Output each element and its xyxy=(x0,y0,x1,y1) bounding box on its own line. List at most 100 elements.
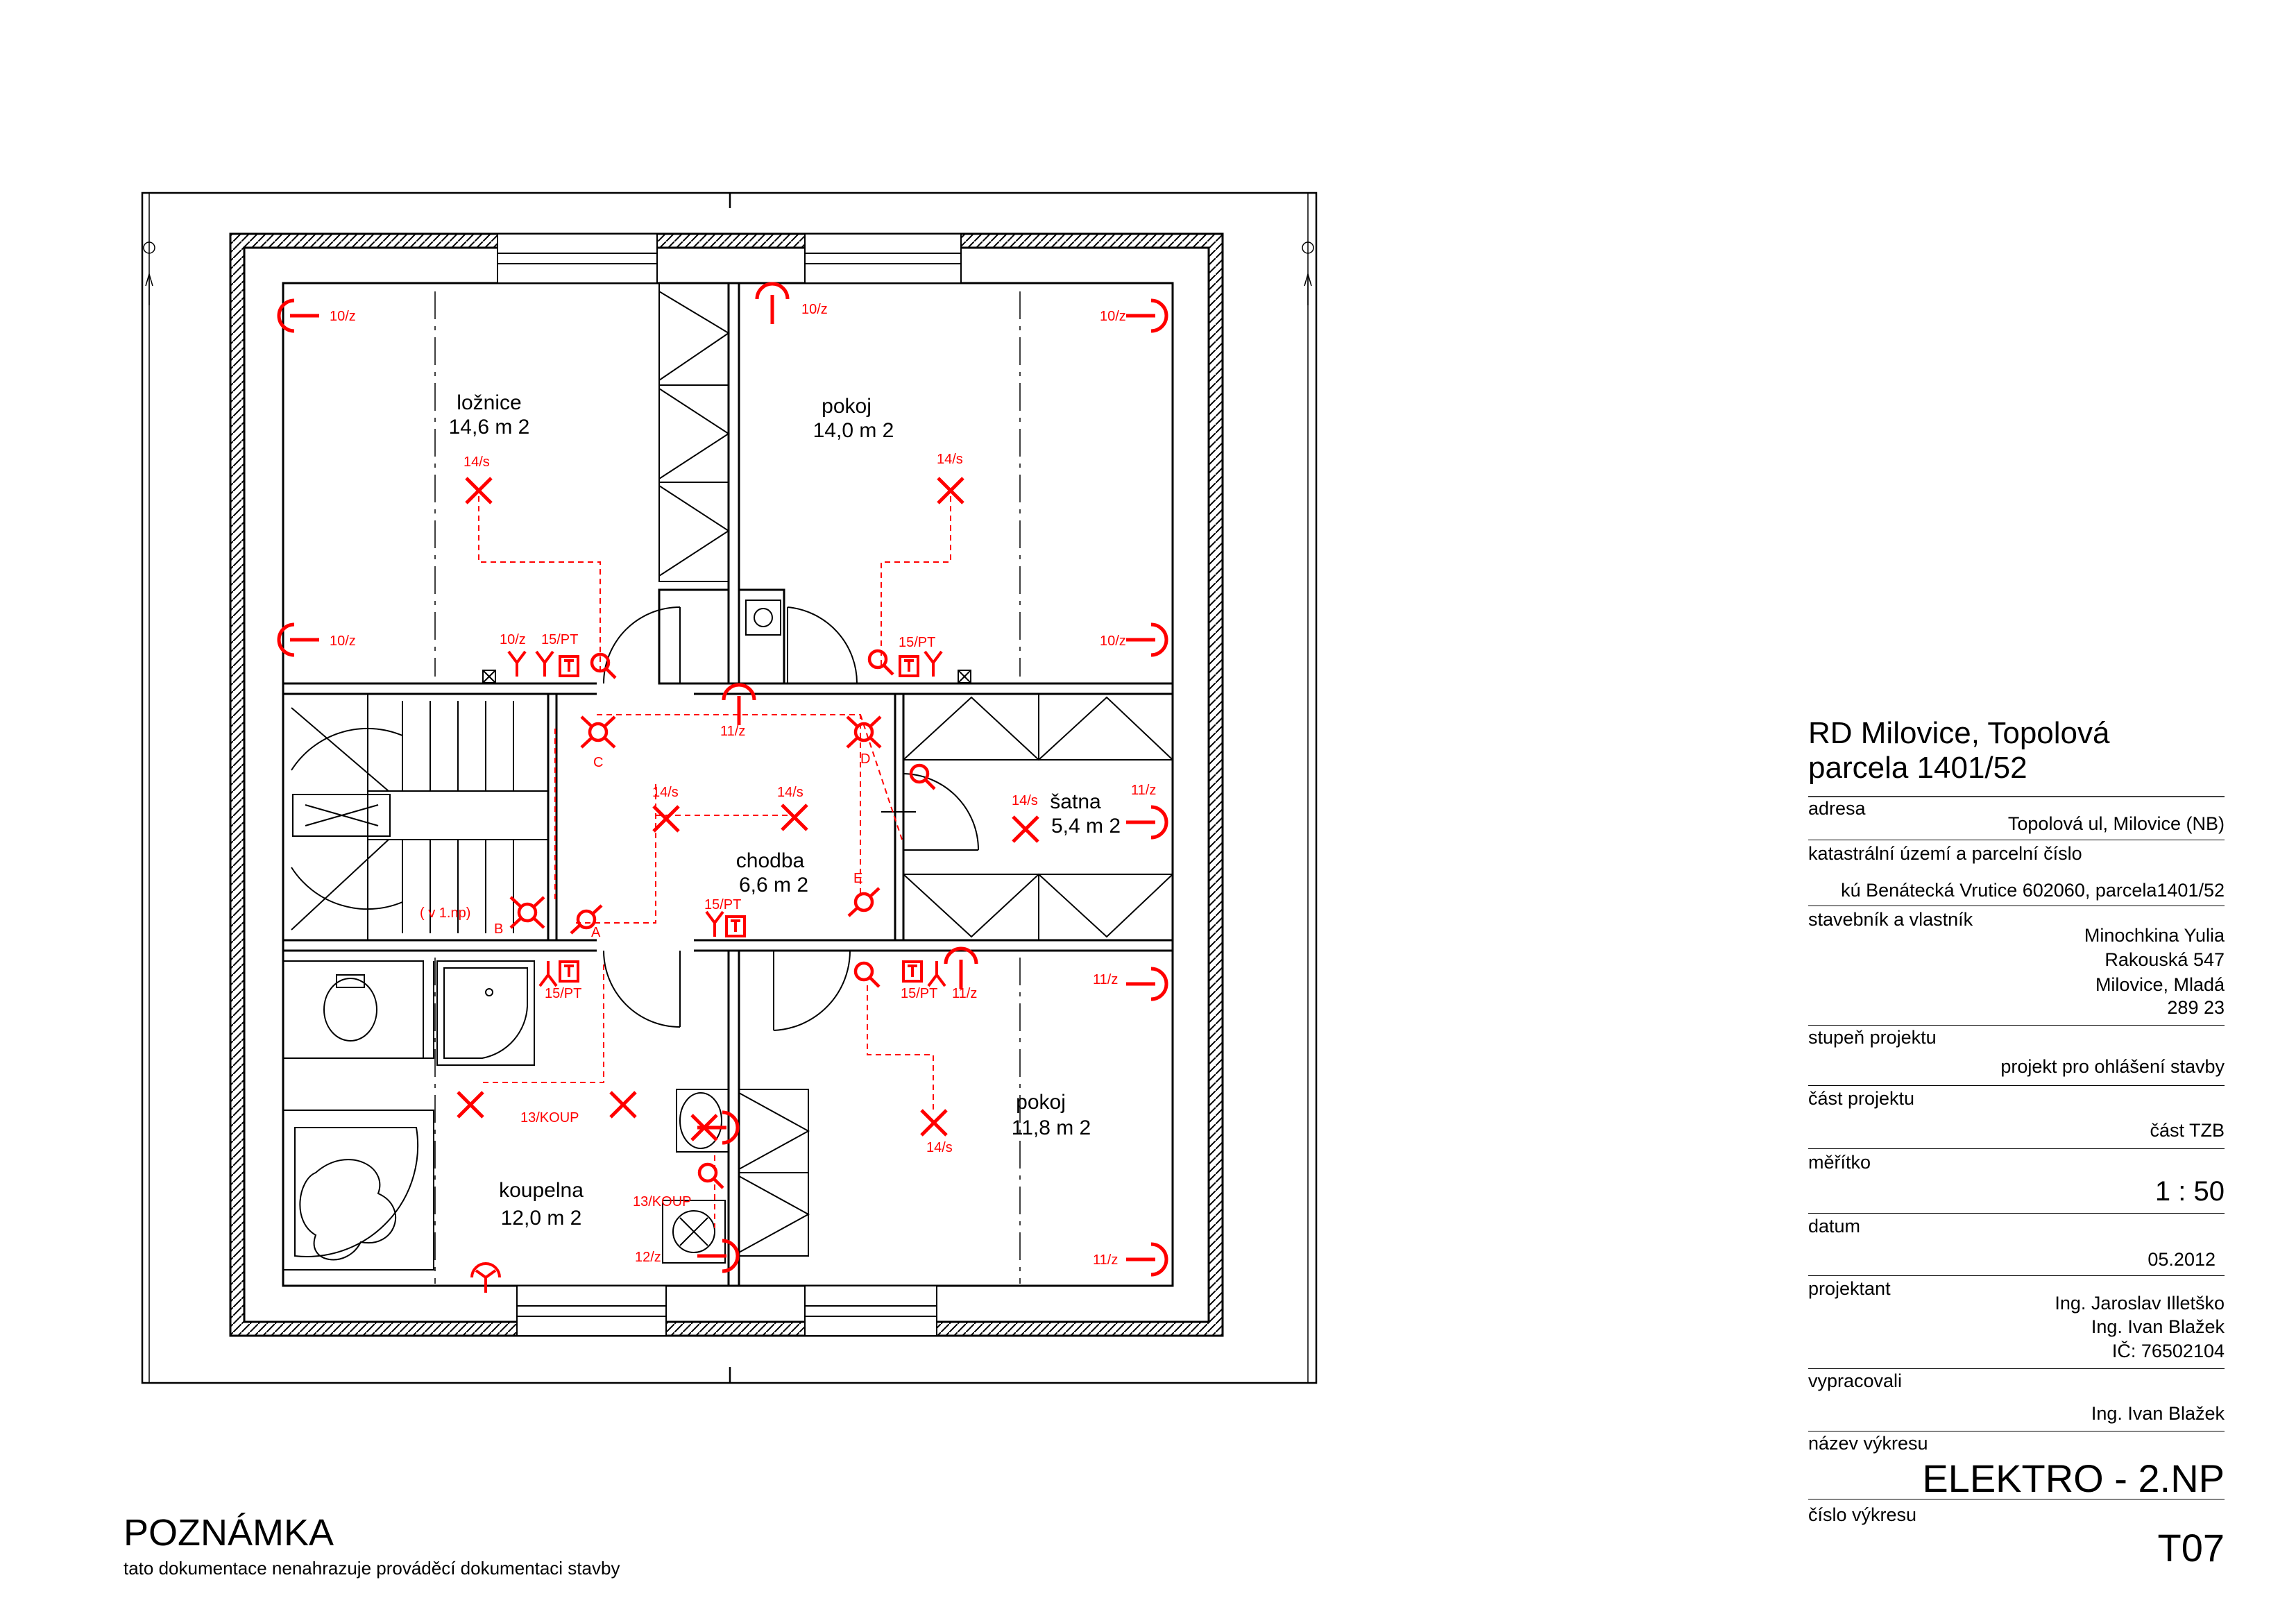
part-label: část projektu xyxy=(1808,1088,1915,1109)
drawing-name-value: ELEKTRO - 2.NP xyxy=(1922,1456,2225,1500)
title-block-rule xyxy=(1808,1025,2225,1026)
switch-icon xyxy=(856,963,879,987)
circuit-label: 14/s xyxy=(926,1140,953,1155)
boiler xyxy=(745,600,781,636)
address-label: adresa xyxy=(1808,798,1866,819)
room-area: 14,6 m 2 xyxy=(449,416,530,439)
circuit-label: 13/KOUP xyxy=(520,1110,579,1125)
wardrobe-loznice xyxy=(658,282,730,582)
owner-label: stavebník a vlastník xyxy=(1808,909,1973,930)
socket-icon xyxy=(1126,300,1166,331)
socket-icon xyxy=(724,685,754,725)
scale-value: 1 : 50 xyxy=(2154,1176,2225,1207)
doors xyxy=(603,606,979,1031)
designer-name-1: Ing. Jaroslav Illetško xyxy=(2055,1293,2225,1314)
antenna-icon xyxy=(538,960,558,987)
circuit-label: 15/PT xyxy=(899,635,935,650)
title-block-rule xyxy=(1808,1275,2225,1276)
light-icon xyxy=(611,1092,636,1117)
owner-street: Rakouská 547 xyxy=(2104,949,2225,970)
circuit-label: C xyxy=(593,755,603,770)
tv-outlet-icon xyxy=(899,655,919,677)
project-title-line1: RD Milovice, Topolová xyxy=(1808,716,2110,750)
exterior-walls xyxy=(243,246,1210,1323)
scale-label: měřítko xyxy=(1808,1152,1871,1173)
light-icon xyxy=(654,806,679,831)
socket-icon xyxy=(279,624,319,655)
tv-outlet-icon xyxy=(559,655,579,677)
circuit-label: D xyxy=(860,751,870,767)
room-name: pokoj xyxy=(1016,1091,1066,1114)
cadastre-label: katastrální území a parcelní číslo xyxy=(1808,843,2082,864)
switch-icon xyxy=(847,717,881,747)
drawing-number-label: číslo výkresu xyxy=(1808,1504,1917,1525)
circuit-label: 11/z xyxy=(1131,783,1156,798)
stage-value: projekt pro ohlášení stavby xyxy=(2000,1056,2225,1077)
room-name: pokoj xyxy=(822,395,871,418)
circuit-label: 15/PT xyxy=(704,897,741,912)
circuit-label: 15/PT xyxy=(901,986,937,1001)
title-block-rule xyxy=(1808,1085,2225,1086)
room-area: 11,8 m 2 xyxy=(1012,1116,1091,1139)
room-area: 6,6 m 2 xyxy=(739,874,808,897)
staircase xyxy=(282,693,549,941)
circuit-label: 10/z xyxy=(801,302,828,317)
owner-zip: 289 23 xyxy=(2167,997,2225,1018)
circuit-label: 14/s xyxy=(652,785,679,800)
cadastre-value: kú Benátecká Vrutice 602060, parcela1401… xyxy=(1841,880,2225,901)
date-label: datum xyxy=(1808,1216,1861,1237)
project-title-line2: parcela 1401/52 xyxy=(1808,751,2027,785)
part-value: část TZB xyxy=(2150,1120,2225,1141)
axis-lines xyxy=(434,291,1021,1284)
switch-icon xyxy=(849,888,879,916)
prepared-label: vypracovali xyxy=(1808,1370,1903,1391)
circuit-label: 10/z xyxy=(1100,634,1126,649)
room-name: ložnice xyxy=(457,391,521,414)
designer-label: projektant xyxy=(1808,1278,1891,1299)
socket-icon xyxy=(1126,807,1166,838)
socket-icon xyxy=(279,300,319,331)
drawing-frame xyxy=(141,192,1318,1384)
room-name: šatna xyxy=(1050,790,1101,813)
gutter-lines xyxy=(143,193,1314,1383)
circuit-label: 11/z xyxy=(720,724,745,739)
antenna-icon xyxy=(927,960,946,987)
tv-outlet-icon xyxy=(559,960,579,983)
circuit-label: 14/s xyxy=(1012,793,1038,808)
socket-icon xyxy=(1126,624,1166,655)
light-icon xyxy=(1013,817,1038,842)
room-name: koupelna xyxy=(499,1179,584,1202)
switch-icon xyxy=(581,717,615,747)
symbol-labels: 10/z 10/z 10/z 10/z 10/z 10/z 15/PT 15/P… xyxy=(330,302,1156,1268)
antenna-icon xyxy=(924,650,943,678)
circuit-label: ( v 1.np) xyxy=(420,906,470,921)
date-value: 05.2012 xyxy=(2148,1249,2216,1270)
circuit-label: 10/z xyxy=(500,632,526,647)
windows xyxy=(497,233,962,1336)
room-area: 12,0 m 2 xyxy=(501,1207,582,1230)
wiring xyxy=(478,496,951,1228)
circuit-label: E xyxy=(853,871,862,886)
light-icons xyxy=(458,478,1038,1140)
room-area: 14,0 m 2 xyxy=(813,419,894,442)
tv-outlet-icon xyxy=(902,960,923,983)
exterior-wall-insulation xyxy=(229,232,1224,1337)
circuit-label: 10/z xyxy=(1100,309,1126,324)
room-labels: ložnice 14,6 m 2 pokoj 14,0 m 2 šatna 5,… xyxy=(449,391,1121,1230)
circuit-label: 12/z xyxy=(635,1250,661,1265)
antenna-icon xyxy=(535,650,554,678)
socket-icon xyxy=(697,1241,738,1271)
circuit-label: 15/PT xyxy=(541,632,578,647)
light-icon xyxy=(921,1110,946,1135)
designer-name-2: Ing. Ivan Blažek xyxy=(2091,1316,2225,1337)
prepared-value: Ing. Ivan Blažek xyxy=(2091,1403,2225,1424)
circuit-label: 13/KOUP xyxy=(633,1194,691,1209)
address-value: Topolová ul, Milovice (NB) xyxy=(2007,813,2225,834)
wardrobe-pokoj xyxy=(738,1089,810,1257)
owner-city: Milovice, Mladá xyxy=(2095,974,2225,995)
designer-id: IČ: 76502104 xyxy=(2111,1341,2225,1361)
socket-icon xyxy=(1126,969,1166,999)
circuit-label: A xyxy=(591,925,601,940)
circuit-label: 10/z xyxy=(330,634,356,649)
